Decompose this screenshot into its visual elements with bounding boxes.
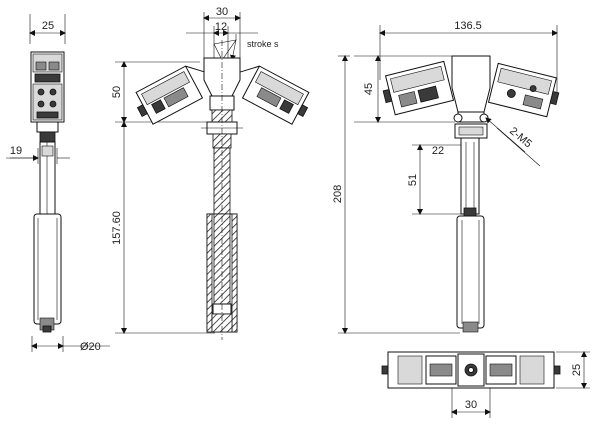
stroke-label: stroke s bbox=[247, 39, 279, 49]
side-view: 30 12 stroke s 50 157.60 bbox=[111, 6, 310, 340]
right-right-jaw bbox=[487, 62, 560, 118]
dim-bottom-25: 25 bbox=[556, 351, 590, 389]
dim-front-dia: Ø20 bbox=[31, 336, 110, 353]
dim-top-208: 208 bbox=[332, 55, 460, 334]
bottom-view: 25 30 bbox=[381, 351, 590, 418]
right-view: 136.5 45 208 bbox=[332, 20, 560, 334]
right-cylinder bbox=[456, 215, 485, 329]
dim-label-dia20: Ø20 bbox=[80, 341, 101, 353]
dim-front-width: 25 bbox=[29, 14, 66, 44]
dim-label-22: 22 bbox=[432, 145, 444, 157]
dim-label-51: 51 bbox=[407, 174, 419, 186]
dim-label-157: 157.60 bbox=[111, 211, 123, 245]
side-right-jaw bbox=[240, 65, 310, 125]
right-center-body bbox=[451, 55, 491, 113]
dim-label-m5: 2-M5 bbox=[507, 125, 534, 150]
dim-label-19: 19 bbox=[10, 145, 22, 157]
dim-label-bottom-30: 30 bbox=[465, 399, 477, 411]
right-rod bbox=[460, 137, 480, 215]
dim-top-22: 22 bbox=[412, 144, 461, 157]
dim-label-45: 45 bbox=[363, 83, 375, 95]
dim-side-157: 157.60 bbox=[111, 121, 215, 334]
dim-label-12: 12 bbox=[215, 21, 227, 33]
dim-bottom-30: 30 bbox=[451, 388, 491, 418]
dim-label-50: 50 bbox=[111, 86, 123, 98]
dim-side-12: 12 bbox=[186, 21, 258, 60]
dim-label-25: 25 bbox=[42, 20, 54, 32]
dim-front-19: 19 bbox=[6, 145, 70, 164]
dim-side-50: 50 bbox=[111, 61, 210, 123]
dim-top-m5: 2-M5 bbox=[485, 117, 541, 167]
dim-label-208: 208 bbox=[332, 185, 344, 203]
dim-top-51: 51 bbox=[407, 144, 462, 215]
dim-label-136: 136.5 bbox=[454, 20, 482, 32]
dim-top-45: 45 bbox=[354, 55, 455, 123]
stroke-annotation: stroke s bbox=[213, 34, 279, 61]
front-view: 25 19 bbox=[6, 14, 110, 353]
dim-label-30: 30 bbox=[216, 6, 228, 18]
dim-label-bottom-25: 25 bbox=[571, 364, 583, 376]
side-left-jaw bbox=[135, 65, 205, 125]
right-left-jaw bbox=[382, 60, 455, 116]
dim-side-30: 30 bbox=[203, 6, 241, 60]
